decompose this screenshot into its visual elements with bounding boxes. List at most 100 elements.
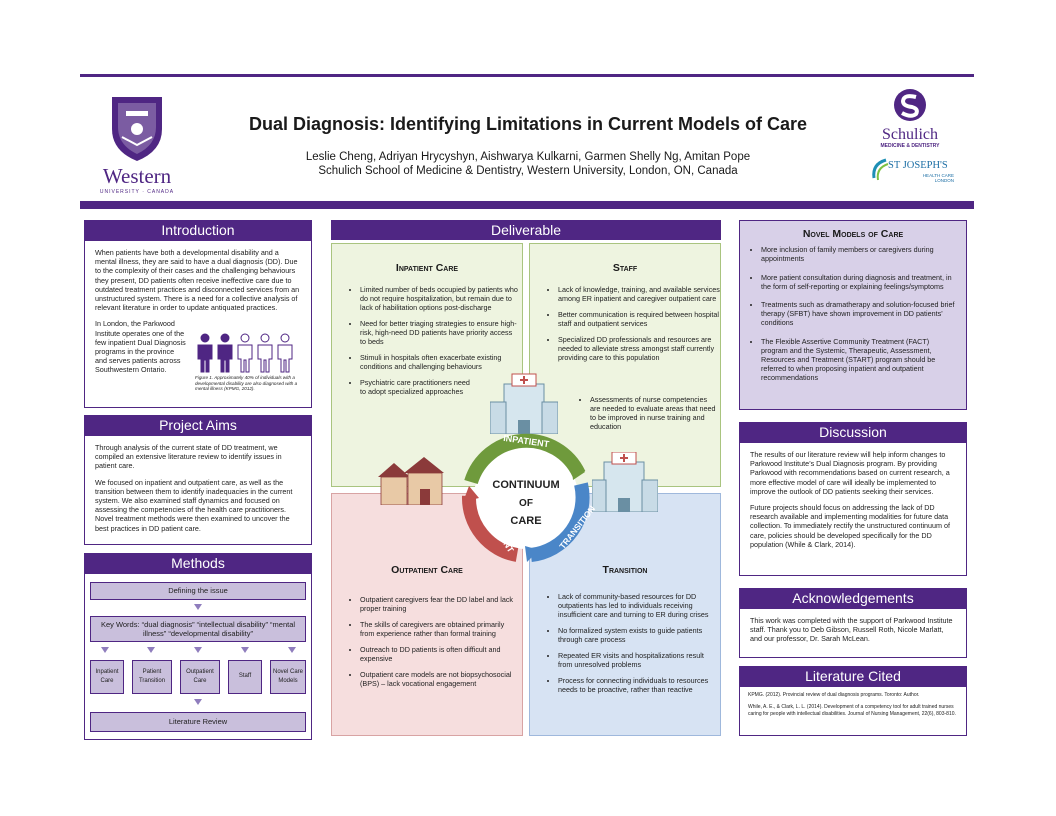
person-icon <box>257 333 273 373</box>
affiliation: Schulich School of Medicine & Dentistry,… <box>318 165 738 177</box>
inpatient-item: Limited number of beds occupied by patie… <box>360 285 520 312</box>
people-icons <box>197 333 293 373</box>
novel-models-heading: Novel Models of Care <box>802 228 904 240</box>
acknowledgements-heading: Acknowledgements <box>739 588 967 608</box>
novel-model-item: More patient consultation during diagnos… <box>761 273 956 291</box>
staff-sublist: Assessments of nurse competencies are ne… <box>578 395 718 438</box>
inpatient-list: Limited number of beds occupied by patie… <box>348 285 520 403</box>
st-josephs-sub: HEALTH CARE LONDON <box>922 173 954 183</box>
transition-item: Repeated ER visits and hospitalizations … <box>558 651 720 669</box>
deliverable-heading: Deliverable <box>331 220 721 240</box>
person-icon <box>277 333 293 373</box>
method-step-keywords: Key Words: “dual diagnosis” “intellectua… <box>90 616 306 642</box>
method-category-transition: Patient Transition <box>132 660 172 694</box>
outpatient-list: Outpatient caregivers fear the DD label … <box>348 595 520 695</box>
novel-model-item: The Flexible Assertive Community Treatme… <box>761 337 956 383</box>
schulich-wordmark: Schulich <box>882 126 938 143</box>
st-josephs-swoosh-icon <box>872 158 889 181</box>
discussion-p1: The results of our literature review wil… <box>750 450 950 496</box>
outpatient-item: Outpatient care models are not biopsycho… <box>360 670 520 688</box>
outpatient-arc <box>461 495 519 562</box>
cycle-center-line1: Continuum <box>492 479 559 491</box>
author-list: Leslie Cheng, Adriyan Hrycyshyn, Aishwar… <box>305 151 751 163</box>
project-aims-box: Through analysis of the current state of… <box>84 435 312 545</box>
schulich-logo: Schulich MEDICINE & DENTISTRY <box>868 88 952 149</box>
discussion-heading: Discussion <box>739 422 967 442</box>
transition-item: No formalized system exists to guide pat… <box>558 626 720 644</box>
project-aims-p2: We focused on inpatient and outpatient c… <box>95 477 293 533</box>
method-category-inpatient: Inpatient Care <box>90 660 124 694</box>
literature-ref: While, A. E., & Clark, L. L. (2014). Dev… <box>748 704 956 717</box>
people-figure-icon <box>197 333 293 373</box>
western-logo: Western UNIVERSITY · CANADA <box>92 93 182 195</box>
introduction-paragraph: When patients have both a developmental … <box>95 248 300 313</box>
arrow-down-icon <box>101 647 109 653</box>
houses-icon <box>378 457 444 505</box>
inpatient-item: Psychiatric care practitioners need to a… <box>360 378 470 396</box>
project-aims-p1: Through analysis of the current state of… <box>95 443 282 471</box>
st-josephs-name: ST JOSEPH'S <box>888 160 948 171</box>
transition-title: Transition <box>602 564 648 576</box>
inpatient-title: Inpatient Care <box>395 262 459 274</box>
inpatient-item: Need for better triaging strategies to e… <box>360 319 520 346</box>
staff-list: Lack of knowledge, training, and availab… <box>546 285 720 369</box>
method-step-defining: Defining the issue <box>90 582 306 600</box>
st-josephs-logo: ST JOSEPH'S HEALTH CARE LONDON <box>870 158 956 188</box>
acknowledgements-text: This work was completed with the support… <box>750 616 953 644</box>
novel-models-list: More inclusion of family members or care… <box>750 245 956 382</box>
discussion-p2: Future projects should focus on addressi… <box>750 503 951 549</box>
person-icon <box>217 333 233 373</box>
methods-box: Defining the issue Key Words: “dual diag… <box>84 573 312 740</box>
introduction-heading: Introduction <box>84 220 312 240</box>
person-icon <box>237 333 253 373</box>
staff-item: Specialized DD professionals and resourc… <box>558 335 720 362</box>
method-category-novel: Novel Care Models <box>270 660 306 694</box>
schulich-subtext: MEDICINE & DENTISTRY <box>880 143 940 149</box>
method-category-outpatient: Outpatient Care <box>180 660 220 694</box>
literature-heading: Literature Cited <box>739 666 967 686</box>
novel-model-item: Treatments such as dramatherapy and solu… <box>761 300 956 328</box>
inpatient-item: Stimuli in hospitals often exacerbate ex… <box>360 353 520 371</box>
transition-item: Lack of community-based resources for DD… <box>558 592 720 619</box>
header-bottom-rule <box>80 201 974 209</box>
inpatient-arc <box>464 433 586 485</box>
arrow-down-icon <box>194 647 202 653</box>
staff-subitem: Assessments of nurse competencies are ne… <box>590 395 718 431</box>
hospital-icon <box>592 452 658 512</box>
western-crest-icon <box>112 97 162 161</box>
hospital-icon <box>490 373 558 434</box>
arrow-down-icon <box>288 647 296 653</box>
schulich-emblem-icon <box>894 89 926 121</box>
transition-item: Process for connecting individuals to re… <box>558 676 720 694</box>
top-rule <box>80 74 974 77</box>
western-wordmark: Western <box>102 164 172 188</box>
cycle-center-line2: of <box>519 498 533 509</box>
outpatient-title: Outpatient Care <box>391 564 463 576</box>
arrow-down-icon <box>194 604 202 610</box>
outpatient-item: The skills of caregivers are obtained pr… <box>360 620 520 638</box>
outpatient-item: Outpatient caregivers fear the DD label … <box>360 595 520 613</box>
arrow-down-icon <box>194 699 202 705</box>
method-step-literature: Literature Review <box>90 712 306 732</box>
continuum-cycle-diagram: INPATIENT TRANSITION OUTPATIENT Continuu… <box>461 433 597 562</box>
person-icon <box>197 333 213 373</box>
staff-item: Better communication is required between… <box>558 310 720 328</box>
poster-title: Dual Diagnosis: Identifying Limitations … <box>248 114 808 134</box>
arrow-down-icon <box>147 647 155 653</box>
novel-model-item: More inclusion of family members or care… <box>761 245 956 263</box>
methods-heading: Methods <box>84 553 312 573</box>
acknowledgements-box: This work was completed with the support… <box>739 608 967 658</box>
staff-title: Staff <box>612 262 638 274</box>
project-aims-heading: Project Aims <box>84 415 312 435</box>
literature-ref: KPMG. (2012). Provincial review of dual … <box>748 692 920 698</box>
transition-arc <box>529 482 590 562</box>
western-subtext: UNIVERSITY · CANADA <box>99 189 175 195</box>
introduction-box: When patients have both a developmental … <box>84 240 312 408</box>
method-category-staff: Staff <box>228 660 262 694</box>
outpatient-item: Outreach to DD patients is often difficu… <box>360 645 520 663</box>
cycle-center-line3: Care <box>510 515 541 527</box>
discussion-box: The results of our literature review wil… <box>739 442 967 576</box>
poster-authors: Leslie Cheng, Adriyan Hrycyshyn, Aishwar… <box>150 150 906 178</box>
literature-box: KPMG. (2012). Provincial review of dual … <box>739 686 967 736</box>
figure-caption: Figure 1. Approximately 40% of individua… <box>195 375 298 392</box>
